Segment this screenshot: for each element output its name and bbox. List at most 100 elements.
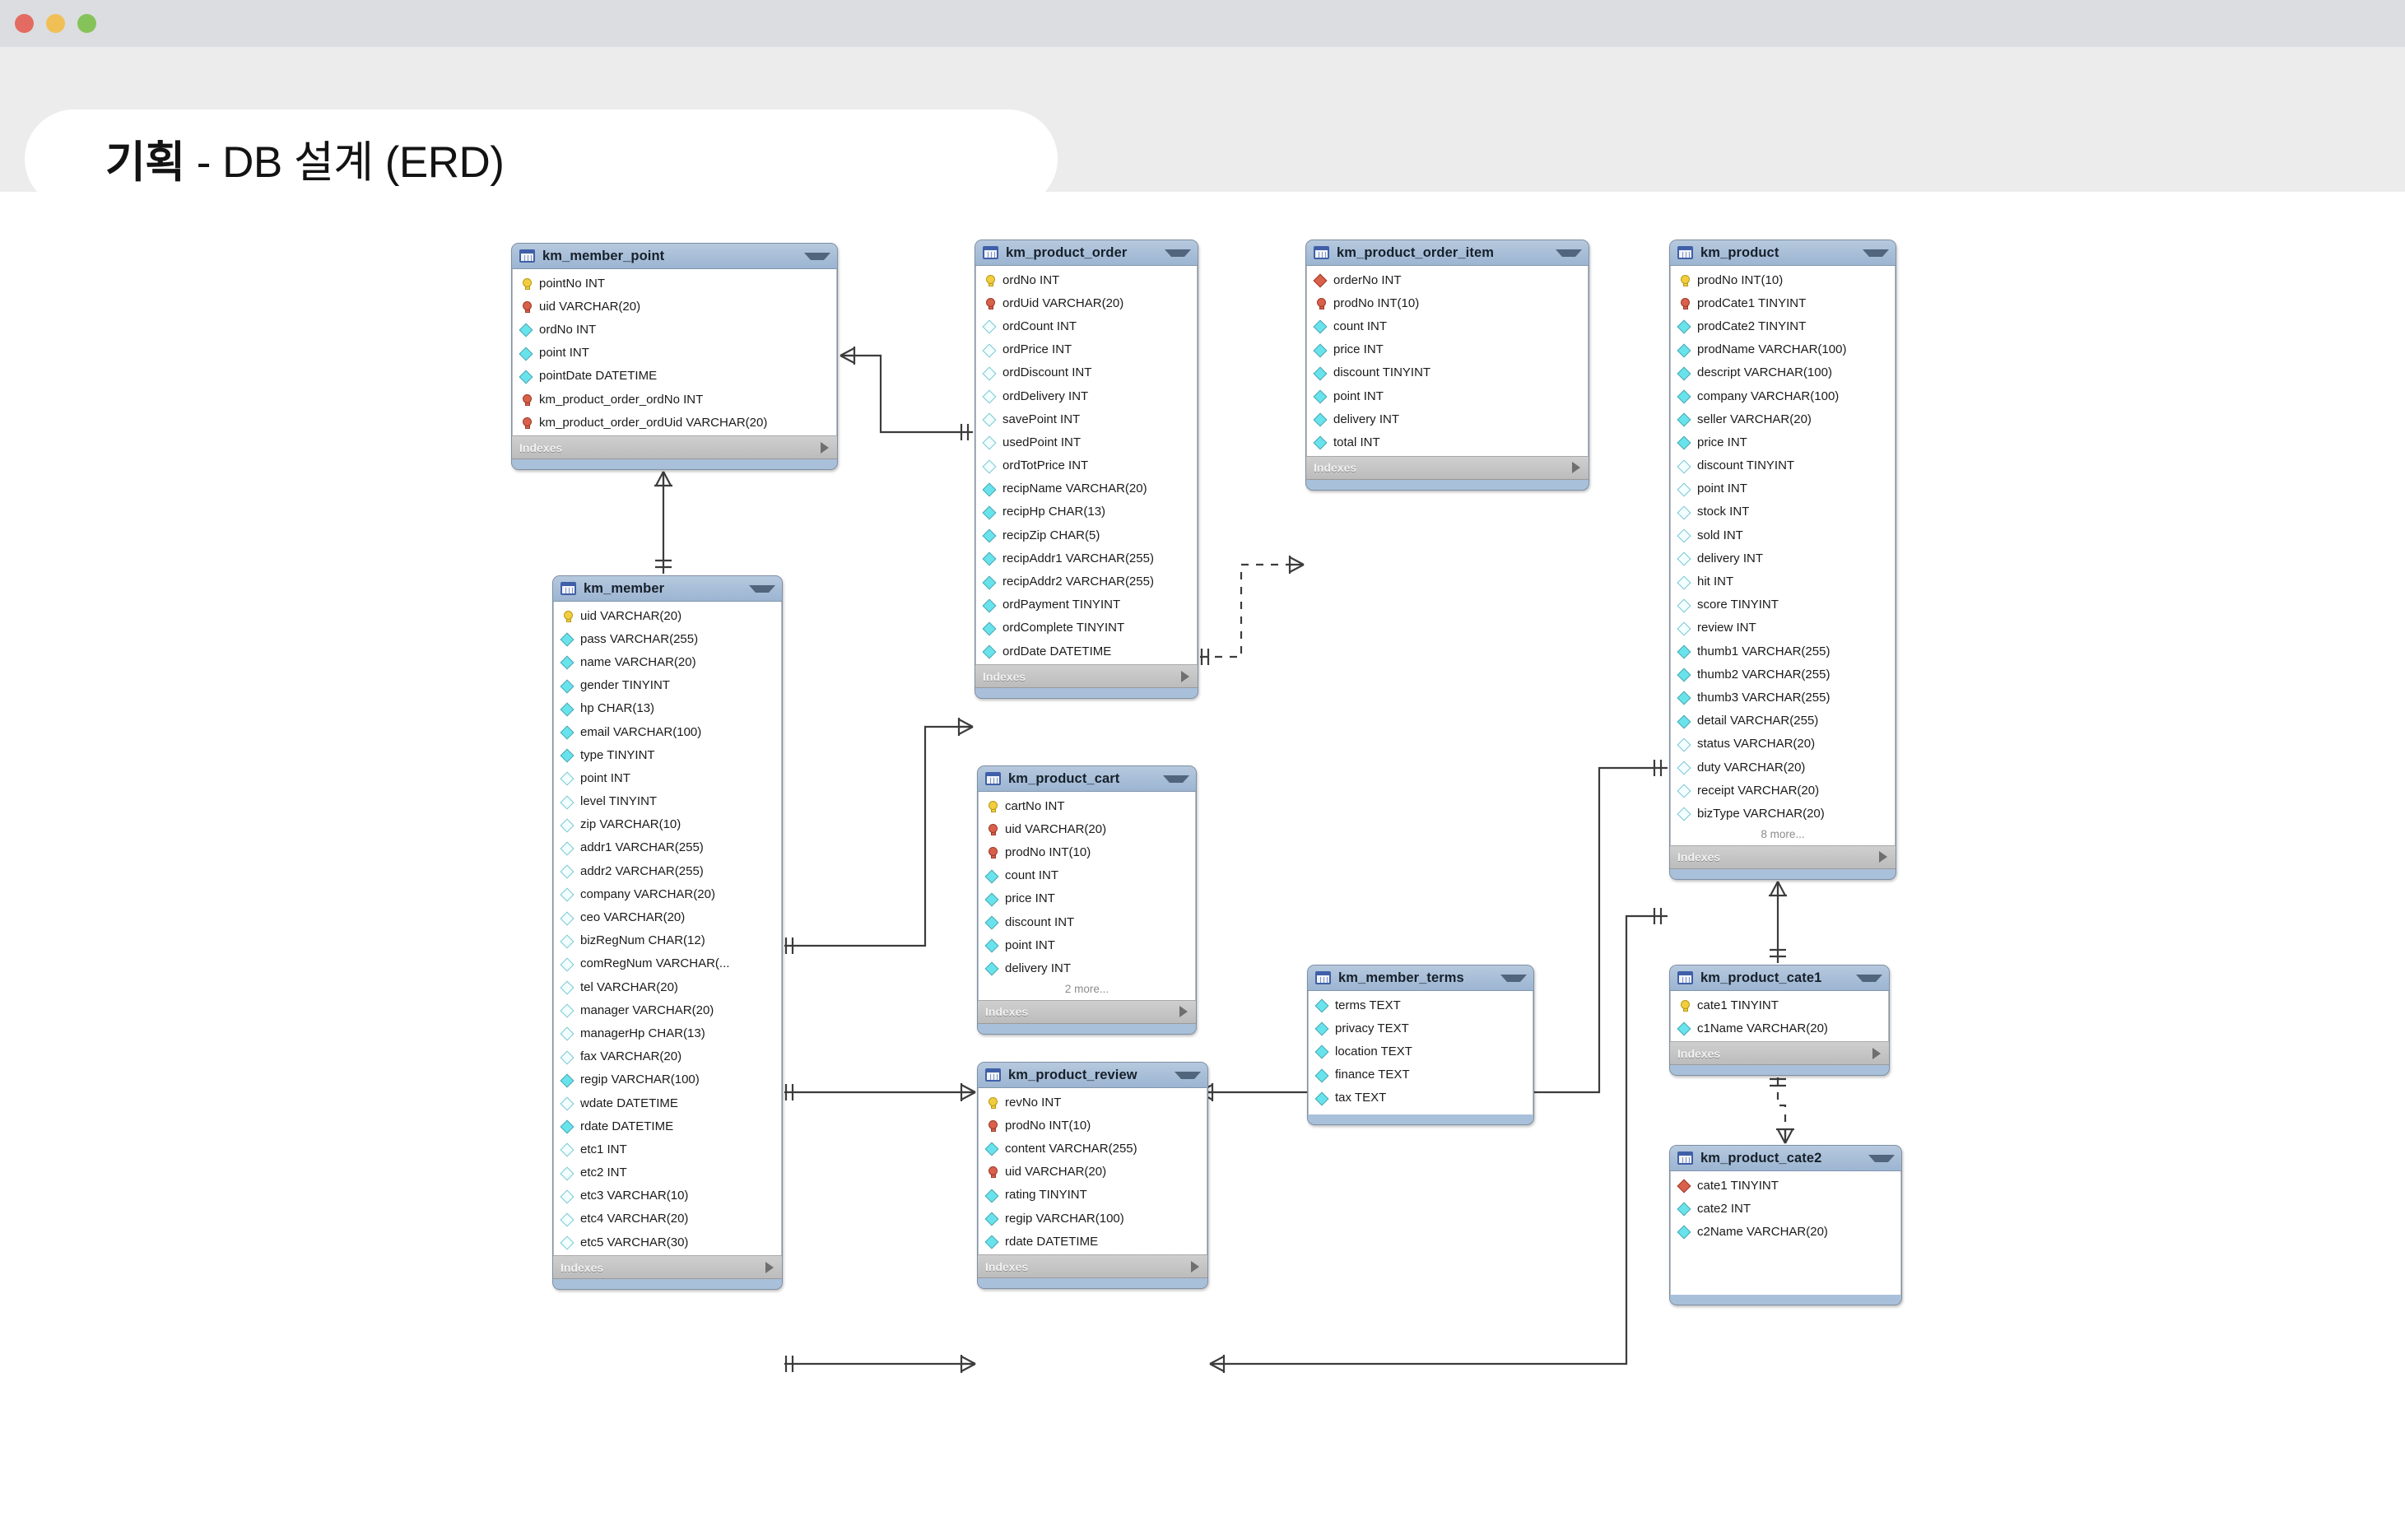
- er-column[interactable]: recipAddr1 VARCHAR(255): [976, 547, 1197, 570]
- er-column[interactable]: price INT: [979, 887, 1195, 910]
- er-column[interactable]: hit INT: [1671, 570, 1895, 593]
- er-column[interactable]: zip VARCHAR(10): [554, 813, 781, 836]
- er-column[interactable]: ordDate DATETIME: [976, 640, 1197, 663]
- er-column[interactable]: ordPrice INT: [976, 338, 1197, 361]
- er-column[interactable]: prodName VARCHAR(100): [1671, 338, 1895, 361]
- er-column[interactable]: delivery INT: [1307, 407, 1588, 430]
- er-column[interactable]: point INT: [1307, 384, 1588, 407]
- er-column[interactable]: rdate DATETIME: [554, 1114, 781, 1138]
- er-column[interactable]: savePoint INT: [976, 407, 1197, 430]
- expand-arrow-icon[interactable]: [1879, 851, 1887, 863]
- er-table-header[interactable]: km_product: [1670, 240, 1896, 266]
- er-column[interactable]: etc1 INT: [554, 1138, 781, 1161]
- er-column[interactable]: prodCate2 TINYINT: [1671, 314, 1895, 337]
- er-column[interactable]: delivery INT: [979, 956, 1195, 979]
- er-column[interactable]: status VARCHAR(20): [1671, 733, 1895, 756]
- er-column[interactable]: ordComplete TINYINT: [976, 616, 1197, 640]
- er-indexes-section[interactable]: Indexes: [978, 1254, 1207, 1279]
- chevron-down-icon[interactable]: [1500, 974, 1527, 982]
- er-column[interactable]: ordDiscount INT: [976, 361, 1197, 384]
- er-table-header[interactable]: km_product_order: [975, 240, 1198, 266]
- er-column[interactable]: type TINYINT: [554, 743, 781, 766]
- er-indexes-section[interactable]: Indexes: [512, 435, 837, 460]
- er-column[interactable]: total INT: [1307, 430, 1588, 454]
- er-column[interactable]: price INT: [1671, 430, 1895, 454]
- chevron-down-icon[interactable]: [1165, 249, 1191, 257]
- er-column[interactable]: uid VARCHAR(20): [554, 604, 781, 627]
- expand-arrow-icon[interactable]: [1872, 1047, 1881, 1059]
- er-column[interactable]: bizType VARCHAR(20): [1671, 802, 1895, 825]
- er-column[interactable]: finance TEXT: [1309, 1063, 1533, 1086]
- er-column[interactable]: point INT: [513, 342, 836, 365]
- er-column[interactable]: usedPoint INT: [976, 430, 1197, 454]
- er-column[interactable]: recipName VARCHAR(20): [976, 477, 1197, 500]
- er-table-header[interactable]: km_product_cart: [978, 766, 1196, 792]
- er-column[interactable]: fax VARCHAR(20): [554, 1045, 781, 1068]
- er-column[interactable]: orderNo INT: [1307, 268, 1588, 291]
- er-table-header[interactable]: km_member: [553, 576, 782, 602]
- er-column[interactable]: thumb2 VARCHAR(255): [1671, 663, 1895, 686]
- er-column[interactable]: discount INT: [979, 910, 1195, 933]
- er-column[interactable]: prodNo INT(10): [979, 1114, 1207, 1137]
- er-column[interactable]: etc4 VARCHAR(20): [554, 1207, 781, 1231]
- er-column[interactable]: recipAddr2 VARCHAR(255): [976, 570, 1197, 593]
- er-more-columns-label[interactable]: 8 more...: [1761, 828, 1805, 840]
- er-column[interactable]: price INT: [1307, 338, 1588, 361]
- er-column[interactable]: ceo VARCHAR(20): [554, 905, 781, 928]
- er-column[interactable]: point INT: [554, 766, 781, 789]
- er-column[interactable]: c1Name VARCHAR(20): [1671, 1017, 1888, 1040]
- er-column[interactable]: receipt VARCHAR(20): [1671, 779, 1895, 802]
- er-column[interactable]: cate2 INT: [1671, 1197, 1900, 1220]
- er-column[interactable]: ordUid VARCHAR(20): [976, 291, 1197, 314]
- chevron-down-icon[interactable]: [1863, 249, 1889, 257]
- chevron-down-icon[interactable]: [1868, 1154, 1895, 1162]
- er-table-header[interactable]: km_member_terms: [1308, 965, 1533, 991]
- er-column[interactable]: prodNo INT(10): [1671, 268, 1895, 291]
- er-column[interactable]: delivery INT: [1671, 547, 1895, 570]
- er-column[interactable]: tel VARCHAR(20): [554, 975, 781, 998]
- er-column[interactable]: c2Name VARCHAR(20): [1671, 1220, 1900, 1243]
- er-column[interactable]: etc2 INT: [554, 1161, 781, 1184]
- er-column[interactable]: pointNo INT: [513, 272, 836, 295]
- er-column[interactable]: terms TEXT: [1309, 993, 1533, 1017]
- er-column[interactable]: seller VARCHAR(20): [1671, 407, 1895, 430]
- er-column[interactable]: pointDate DATETIME: [513, 365, 836, 388]
- er-column[interactable]: hp CHAR(13): [554, 697, 781, 720]
- er-table-header[interactable]: km_product_review: [978, 1063, 1207, 1088]
- er-column[interactable]: duty VARCHAR(20): [1671, 756, 1895, 779]
- er-indexes-section[interactable]: Indexes: [978, 999, 1196, 1024]
- er-column[interactable]: addr1 VARCHAR(255): [554, 836, 781, 859]
- er-table-header[interactable]: km_product_order_item: [1306, 240, 1589, 266]
- chevron-down-icon[interactable]: [1856, 974, 1882, 982]
- er-column[interactable]: prodNo INT(10): [1307, 291, 1588, 314]
- er-column[interactable]: rating TINYINT: [979, 1184, 1207, 1207]
- er-column[interactable]: ordNo INT: [513, 318, 836, 341]
- er-column[interactable]: prodCate1 TINYINT: [1671, 291, 1895, 314]
- expand-arrow-icon[interactable]: [821, 441, 829, 454]
- er-column[interactable]: name VARCHAR(20): [554, 650, 781, 673]
- er-column[interactable]: prodNo INT(10): [979, 840, 1195, 863]
- er-column[interactable]: count INT: [979, 864, 1195, 887]
- er-column[interactable]: discount TINYINT: [1671, 454, 1895, 477]
- er-column[interactable]: wdate DATETIME: [554, 1091, 781, 1114]
- chevron-down-icon[interactable]: [1175, 1071, 1201, 1079]
- expand-arrow-icon[interactable]: [1572, 462, 1580, 473]
- er-column[interactable]: ordTotPrice INT: [976, 454, 1197, 477]
- er-column[interactable]: score TINYINT: [1671, 593, 1895, 616]
- er-column[interactable]: km_product_order_ordNo INT: [513, 388, 836, 411]
- maximize-button[interactable]: [77, 14, 96, 33]
- er-column[interactable]: location TEXT: [1309, 1040, 1533, 1063]
- er-column[interactable]: detail VARCHAR(255): [1671, 710, 1895, 733]
- er-column[interactable]: bizRegNum CHAR(12): [554, 929, 781, 952]
- er-column[interactable]: pass VARCHAR(255): [554, 627, 781, 650]
- er-column[interactable]: manager VARCHAR(20): [554, 998, 781, 1021]
- er-table-header[interactable]: km_member_point: [512, 244, 837, 269]
- expand-arrow-icon[interactable]: [765, 1261, 774, 1273]
- er-column[interactable]: comRegNum VARCHAR(...: [554, 952, 781, 975]
